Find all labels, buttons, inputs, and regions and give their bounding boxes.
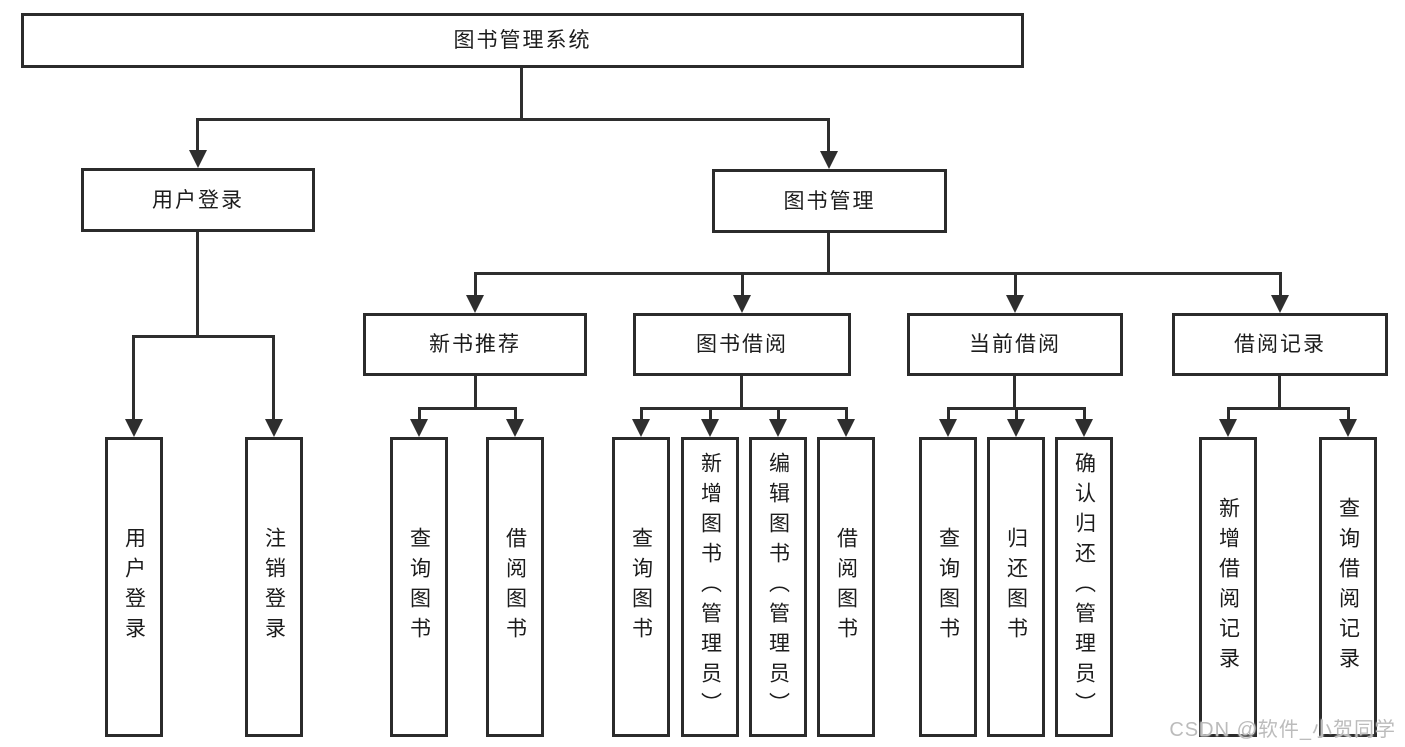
node-label: 借阅记录	[1234, 333, 1326, 356]
leaf-logout-login: 注销登录	[245, 437, 303, 737]
connector-line	[474, 272, 1281, 275]
arrow-down-icon	[466, 295, 484, 313]
leaf-records-query-borrow-record: 查询借阅记录	[1319, 437, 1377, 737]
node-label: 新增图书（管理员）	[698, 452, 722, 722]
node-label: 图书借阅	[696, 333, 788, 356]
connector-line	[827, 233, 830, 272]
arrow-down-icon	[632, 419, 650, 437]
node-label: 确认归还（管理员）	[1072, 452, 1096, 722]
connector-line	[640, 407, 643, 419]
connector-line	[474, 376, 477, 407]
node-label: 编辑图书（管理员）	[766, 452, 790, 722]
arrow-down-icon	[125, 419, 143, 437]
arrow-down-icon	[506, 419, 524, 437]
node-label: 归还图书	[1004, 527, 1028, 647]
node-book-management: 图书管理	[712, 169, 947, 233]
connector-line	[520, 68, 523, 118]
leaf-records-add-borrow-record: 新增借阅记录	[1199, 437, 1257, 737]
connector-line	[1227, 407, 1230, 419]
arrow-down-icon	[939, 419, 957, 437]
node-label: 当前借阅	[969, 333, 1061, 356]
node-new-book-recommend: 新书推荐	[363, 313, 587, 376]
arrow-down-icon	[410, 419, 428, 437]
arrow-down-icon	[1219, 419, 1237, 437]
connector-line	[196, 118, 199, 152]
connector-line	[740, 376, 743, 407]
watermark: CSDN @软件_小贺同学	[1169, 719, 1396, 741]
arrow-down-icon	[1006, 295, 1024, 313]
arrow-down-icon	[733, 295, 751, 313]
connector-line	[1227, 407, 1350, 410]
connector-line	[418, 407, 421, 419]
leaf-borrowing-borrow-books: 借阅图书	[817, 437, 875, 737]
connector-line	[1347, 407, 1350, 419]
arrow-down-icon	[769, 419, 787, 437]
node-label: 注销登录	[262, 527, 286, 647]
connector-line	[1014, 272, 1017, 295]
arrow-down-icon	[701, 419, 719, 437]
connector-line	[827, 118, 830, 153]
node-label: 图书管理系统	[453, 29, 592, 52]
leaf-current-return-books: 归还图书	[987, 437, 1045, 737]
node-book-borrowing: 图书借阅	[633, 313, 851, 376]
connector-line	[1015, 407, 1018, 419]
node-label: 新书推荐	[429, 333, 521, 356]
leaf-borrowing-add-books-admin: 新增图书（管理员）	[681, 437, 739, 737]
arrow-down-icon	[1007, 419, 1025, 437]
leaf-borrowing-query-books: 查询图书	[612, 437, 670, 737]
connector-line	[1278, 376, 1281, 407]
arrow-down-icon	[820, 151, 838, 169]
connector-line	[514, 407, 517, 419]
connector-line	[1083, 407, 1086, 419]
arrow-down-icon	[265, 419, 283, 437]
node-borrow-records: 借阅记录	[1172, 313, 1388, 376]
arrow-down-icon	[1075, 419, 1093, 437]
node-user-login: 用户登录	[81, 168, 315, 232]
connector-line	[418, 407, 517, 410]
connector-line	[196, 232, 199, 335]
node-label: 用户登录	[152, 188, 244, 212]
leaf-current-query-books: 查询图书	[919, 437, 977, 737]
connector-line	[640, 407, 848, 410]
node-label: 查询图书	[407, 527, 431, 647]
node-label: 图书管理	[783, 189, 876, 213]
leaf-borrowing-edit-books-admin: 编辑图书（管理员）	[749, 437, 807, 737]
node-label: 查询借阅记录	[1336, 497, 1360, 677]
node-current-borrowing: 当前借阅	[907, 313, 1123, 376]
connector-line	[741, 272, 744, 295]
connector-line	[1013, 376, 1016, 407]
connector-line	[709, 407, 712, 419]
connector-line	[845, 407, 848, 419]
arrow-down-icon	[189, 150, 207, 168]
node-label: 用户登录	[122, 527, 146, 647]
connector-line	[777, 407, 780, 419]
connector-line	[132, 335, 275, 338]
connector-line	[947, 407, 950, 419]
node-label: 新增借阅记录	[1216, 497, 1240, 677]
node-label: 查询图书	[936, 527, 960, 647]
connector-line	[196, 118, 830, 121]
arrow-down-icon	[1271, 295, 1289, 313]
leaf-current-confirm-return-admin: 确认归还（管理员）	[1055, 437, 1113, 737]
connector-line	[474, 272, 477, 295]
node-label: 借阅图书	[503, 527, 527, 647]
arrow-down-icon	[837, 419, 855, 437]
connector-line	[272, 335, 275, 419]
connector-line	[1279, 272, 1282, 295]
connector-line	[132, 335, 135, 419]
node-library-management-system: 图书管理系统	[21, 13, 1024, 68]
node-label: 借阅图书	[834, 527, 858, 647]
node-label: 查询图书	[629, 527, 653, 647]
arrow-down-icon	[1339, 419, 1357, 437]
leaf-user-login: 用户登录	[105, 437, 163, 737]
leaf-recommend-query-books: 查询图书	[390, 437, 448, 737]
leaf-recommend-borrow-books: 借阅图书	[486, 437, 544, 737]
